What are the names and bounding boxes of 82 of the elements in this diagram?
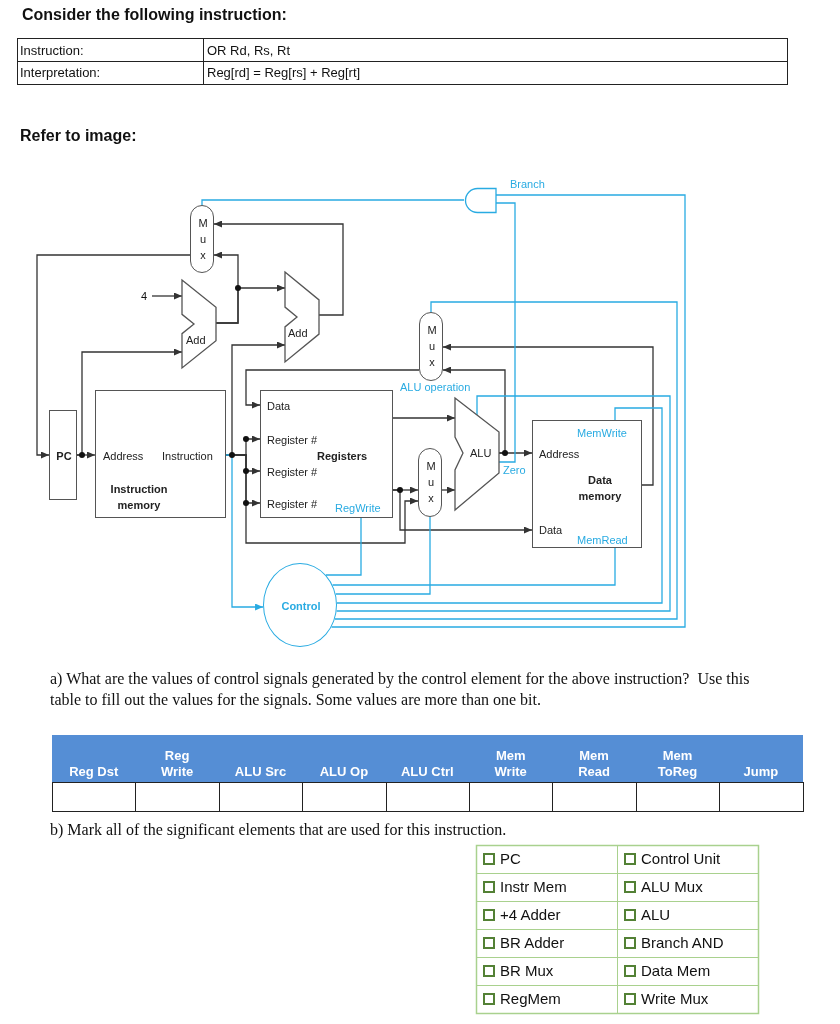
option-label: Branch AND bbox=[641, 933, 724, 953]
arrow bbox=[392, 414, 456, 422]
and-gate bbox=[464, 188, 496, 213]
arrow bbox=[36, 254, 191, 459]
table-text: Instruction: bbox=[20, 42, 85, 60]
prompt-text: Refer to image: bbox=[20, 127, 137, 145]
port-label: Address bbox=[103, 450, 144, 462]
signal-label: MemWrite bbox=[577, 427, 627, 439]
port-label: Data bbox=[267, 400, 291, 412]
adder bbox=[182, 280, 216, 368]
register-file-box bbox=[260, 390, 393, 518]
header-cell: Mem ToReg bbox=[635, 735, 720, 782]
edge-label: Branch bbox=[509, 178, 546, 190]
header-cell: ALU Src bbox=[218, 735, 303, 782]
pc-register-box bbox=[49, 410, 77, 500]
port-label: Instruction bbox=[162, 450, 213, 462]
arrow bbox=[151, 292, 183, 300]
unit-label: Control bbox=[280, 600, 322, 612]
arrow bbox=[441, 486, 456, 494]
edge-label: Zero bbox=[502, 464, 527, 476]
instruction-memory-box bbox=[95, 390, 226, 518]
signal-line bbox=[330, 194, 686, 628]
heading: Consider the following instruction: bbox=[22, 6, 287, 24]
unit-label: PC bbox=[55, 450, 73, 462]
header-cell: Reg Write bbox=[135, 735, 219, 782]
option-label: BR Adder bbox=[500, 933, 565, 953]
option-label: BR Mux bbox=[500, 961, 554, 981]
signal-line bbox=[495, 202, 516, 463]
signal-line bbox=[331, 547, 616, 586]
option-label: Control Unit bbox=[641, 849, 721, 869]
option-label: ALU Mux bbox=[641, 877, 703, 897]
signal-line bbox=[201, 199, 465, 206]
port-label: Data bbox=[539, 524, 563, 536]
option-label: Instr Mem bbox=[500, 877, 567, 897]
port-label: Register # bbox=[267, 466, 318, 478]
unit-label: Add bbox=[288, 327, 308, 339]
port-label: Register # bbox=[267, 498, 318, 510]
mux-label: M u x bbox=[198, 216, 208, 263]
header-cell: ALU Op bbox=[302, 735, 386, 782]
unit-label: Instruction memory bbox=[109, 482, 169, 513]
alu-shape bbox=[455, 398, 499, 510]
edge-label: ALU operation bbox=[399, 381, 472, 393]
option-label: +4 Adder bbox=[500, 905, 561, 925]
table-text: Reg[rd] = Reg[rs] + Reg[rt] bbox=[207, 64, 362, 82]
unit-label: Data memory bbox=[577, 473, 623, 504]
header-cell: Mem Read bbox=[552, 735, 636, 782]
signal-label: RegWrite bbox=[335, 502, 381, 514]
constant-label: 4 bbox=[141, 289, 152, 303]
data-memory-box bbox=[532, 420, 642, 548]
unit-label: Add bbox=[186, 334, 206, 346]
option-label: PC bbox=[500, 849, 521, 869]
unit-label: Registers bbox=[317, 450, 368, 462]
table-text: Interpretation: bbox=[20, 64, 102, 82]
option-label: Write Mux bbox=[641, 989, 709, 1009]
arrow bbox=[442, 366, 506, 454]
adder bbox=[285, 272, 319, 362]
arrow bbox=[442, 343, 654, 486]
signal-line bbox=[335, 516, 431, 595]
arrow bbox=[245, 369, 420, 409]
arrow bbox=[225, 454, 264, 611]
header-cell: ALU Ctrl bbox=[385, 735, 469, 782]
signal-line bbox=[334, 301, 678, 620]
signal-line bbox=[325, 517, 362, 576]
mux-label: M u x bbox=[427, 323, 437, 370]
arrow bbox=[213, 220, 344, 316]
port-label: Register # bbox=[267, 434, 318, 446]
signal-label: MemRead bbox=[577, 534, 628, 546]
question-text: a) What are the values of control signals generated by the control element for the above instruction? Use this table to fill out the values for the signals. Some values are more than one bit. bbox=[50, 669, 750, 710]
unit-label: ALU bbox=[470, 447, 492, 459]
arrow bbox=[215, 284, 286, 324]
arrow bbox=[392, 489, 533, 534]
question-text: b) Mark all of the significant elements that are used for this instruction. bbox=[50, 820, 508, 840]
option-label: ALU bbox=[641, 905, 671, 925]
mux-label: M u x bbox=[426, 459, 436, 506]
table-text: OR Rd, Rs, Rt bbox=[207, 42, 292, 60]
header-cell: Mem Write bbox=[469, 735, 553, 782]
arrow bbox=[76, 348, 183, 456]
port-label: Address bbox=[539, 448, 580, 460]
option-label: Data Mem bbox=[641, 961, 711, 981]
option-label: RegMem bbox=[500, 989, 561, 1009]
header-cell: Reg Dst bbox=[52, 735, 136, 782]
header-cell: Jump bbox=[719, 735, 803, 782]
